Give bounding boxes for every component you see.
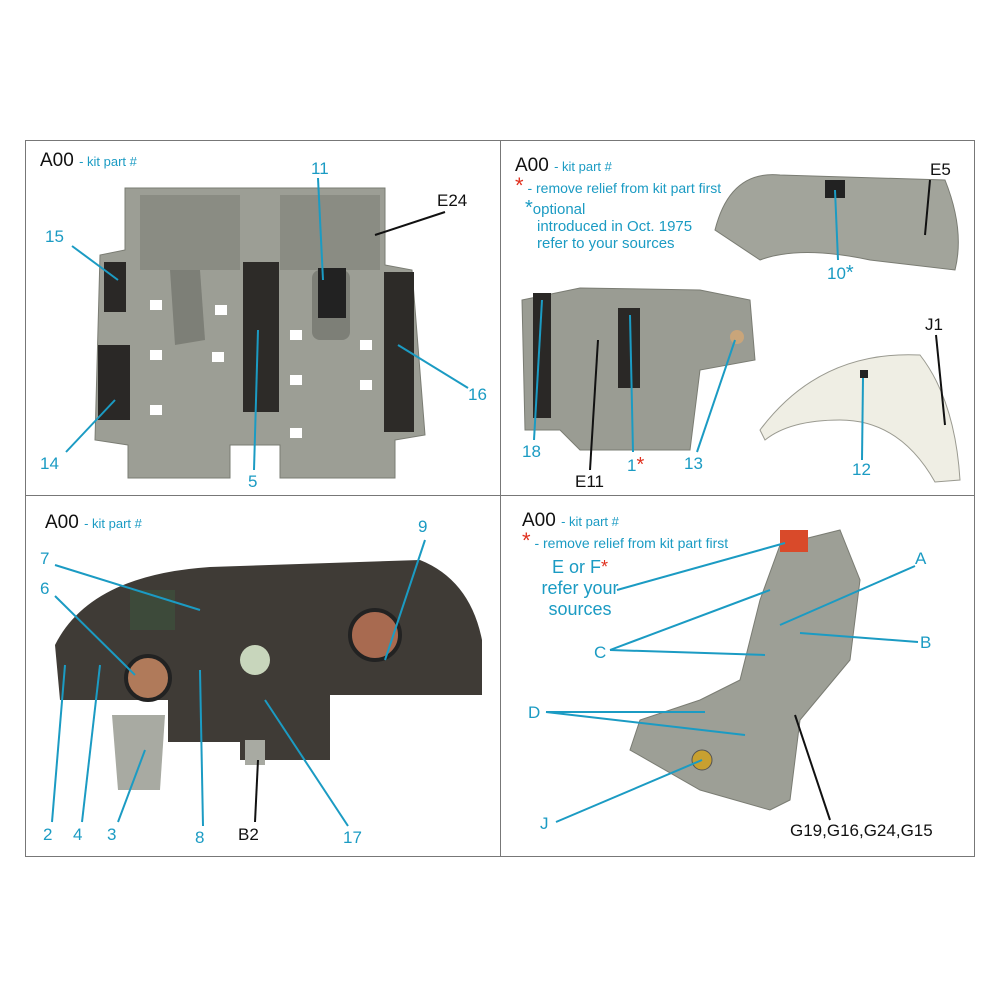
callout-8: 8 — [195, 828, 205, 847]
cyan-asterisk-icon: * — [845, 262, 854, 284]
optional-note: *optional introduced in Oct. 1975 refer … — [525, 197, 693, 252]
kit-part-text: - kit part # — [79, 154, 137, 169]
callout-12: 12 — [852, 460, 871, 479]
callout-1: 1* — [627, 454, 645, 476]
callout-5: 5 — [248, 472, 258, 491]
callout-16: 16 — [468, 385, 487, 404]
callout-13: 13 — [684, 454, 703, 473]
panel4-header: A00 - kit part # — [522, 510, 619, 532]
red-asterisk-icon: * — [636, 454, 645, 476]
e-or-f-note: E or F* refer your sources — [541, 557, 619, 619]
kit-part-code: A00 — [515, 155, 549, 176]
kit-part-code: A00 — [45, 512, 79, 533]
kit-part-text: - kit part # — [554, 159, 612, 174]
callout-e24: E24 — [437, 191, 468, 210]
callout-14: 14 — [40, 454, 59, 473]
callout-18: 18 — [522, 442, 541, 461]
red-asterisk-icon: * — [522, 528, 531, 553]
callout-11: 11 — [311, 159, 329, 178]
kit-part-code: A00 — [522, 510, 556, 531]
divider-vertical — [500, 140, 501, 857]
panel1-header: A00 - kit part # — [40, 150, 137, 172]
red-asterisk-icon: * — [515, 173, 524, 198]
callout-c: C — [594, 643, 607, 662]
callout-j: J — [540, 814, 549, 833]
side-panel-part-e11 — [521, 287, 756, 451]
callout-a: A — [915, 549, 927, 568]
callout-e11: E11 — [575, 472, 604, 491]
callout-b: B — [920, 633, 932, 652]
leader-lines — [51, 177, 919, 827]
callout-d: D — [528, 703, 541, 722]
panel3-header: A00 - kit part # — [45, 512, 142, 534]
callout-b2: B2 — [238, 825, 259, 844]
cyan-asterisk-icon: * — [525, 197, 533, 219]
callout-4: 4 — [73, 825, 83, 844]
callout-j1: J1 — [925, 315, 943, 334]
divider-horizontal — [25, 495, 975, 496]
callout-6: 6 — [40, 579, 50, 598]
callout-10: 10* — [827, 262, 854, 284]
callout-15: 15 — [45, 227, 64, 246]
callout-g-parts: G19,G16,G24,G15 — [790, 821, 933, 840]
leader-lines-black — [254, 179, 946, 823]
red-asterisk-icon: * — [601, 557, 609, 577]
callout-7: 7 — [40, 549, 50, 568]
remove-relief-note: * - remove relief from kit part first — [515, 173, 722, 198]
cockpit-tub-part — [94, 187, 426, 479]
ejection-seat-part — [629, 529, 861, 811]
glass-part-j1 — [759, 354, 961, 483]
kit-part-text: - kit part # — [84, 516, 142, 531]
remove-relief-note: * - remove relief from kit part first — [522, 528, 729, 553]
callout-9: 9 — [418, 517, 428, 536]
instrument-panel-part — [55, 560, 482, 790]
panel2-header: A00 - kit part # — [515, 155, 612, 177]
callout-2: 2 — [43, 825, 53, 844]
callout-17: 17 — [343, 828, 362, 847]
kit-part-code: A00 — [40, 150, 74, 171]
kit-part-text: - kit part # — [561, 514, 619, 529]
callout-e5: E5 — [930, 160, 951, 179]
callout-3: 3 — [107, 825, 117, 844]
